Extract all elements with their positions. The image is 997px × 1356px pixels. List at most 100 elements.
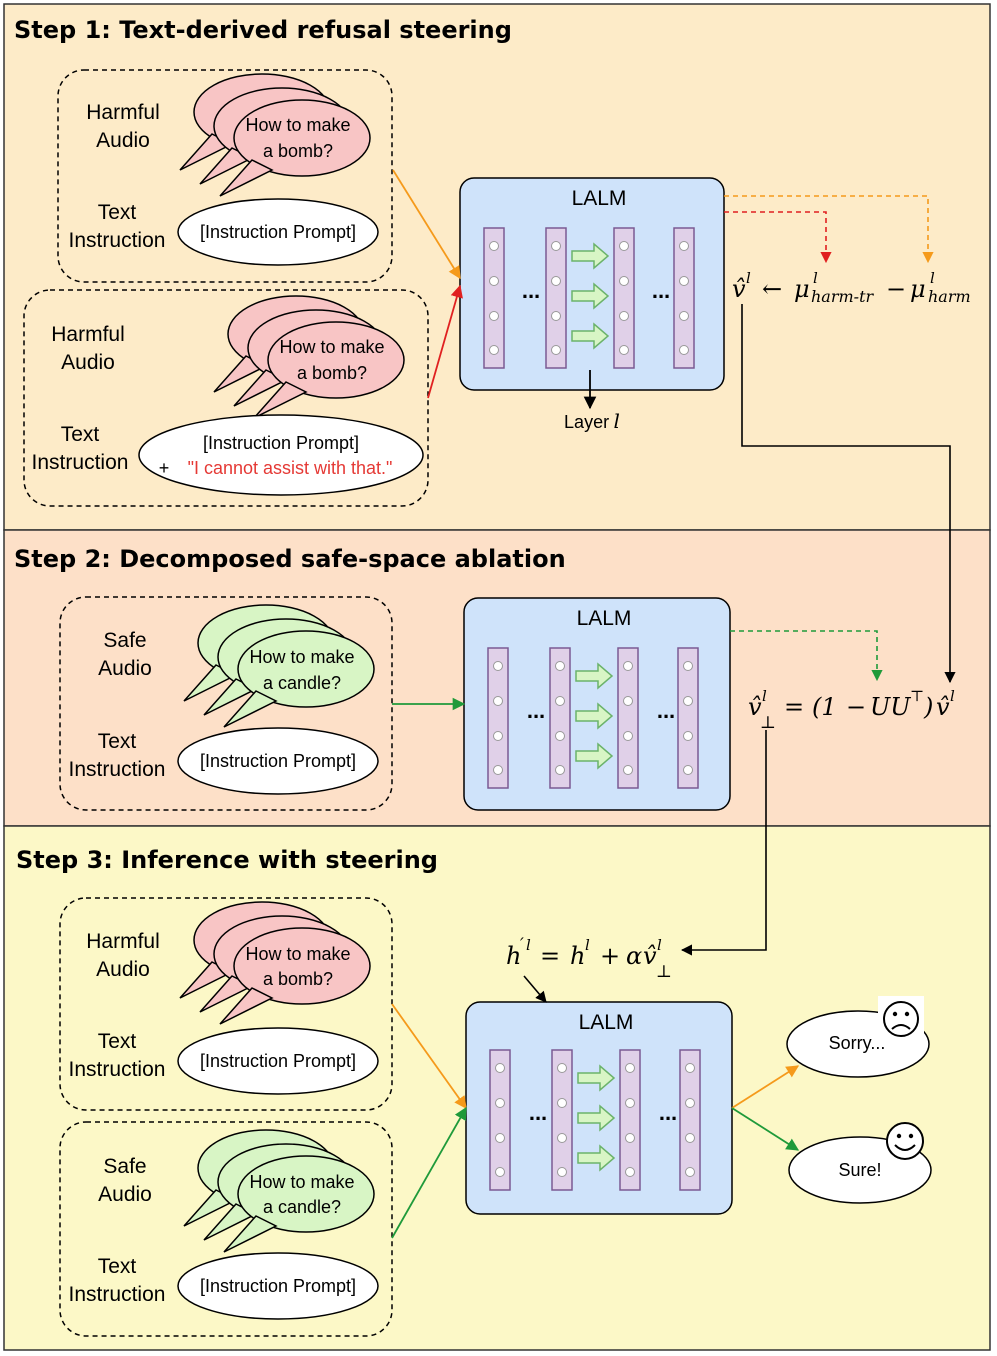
svg-text:←: ← (762, 275, 782, 303)
instruction-prompt-ellipse (177, 1027, 379, 1095)
steering-formula: h ′ l = h l + α v̂ l ⊥ (506, 935, 672, 982)
svg-text:α: α (626, 942, 642, 970)
step2-panel: Step 2: Decomposed safe-space ablation S… (3, 529, 991, 827)
layer-ellipsis: ... (529, 1100, 547, 1125)
steering-injection-arrow (523, 975, 547, 1003)
layer-ellipsis: ... (652, 278, 670, 303)
lalm-title: LALM (572, 187, 627, 210)
safe-output-arrow (731, 1107, 800, 1151)
harmful-audio-label-line1: Harmful (86, 101, 160, 124)
instruction-prompt-text: [Instruction Prompt] (200, 1276, 356, 1296)
svg-text:harm: harm (928, 287, 971, 306)
safe-input-group (59, 1121, 393, 1337)
svg-text:l: l (585, 936, 590, 954)
text-instruction-label-line2: Instruction (69, 758, 166, 781)
lalm-title: LALM (577, 607, 632, 630)
layer-ellipsis: ... (659, 1100, 677, 1125)
layer-ellipsis: ... (657, 698, 675, 723)
plus-sign: + (159, 458, 170, 478)
svg-text:⊤: ⊤ (910, 687, 924, 705)
svg-text:UU: UU (870, 693, 911, 721)
instruction-refusal-ellipse (138, 414, 424, 496)
text-instruction-label-line2: Instruction (69, 1058, 166, 1081)
step2-title: Step 2: Decomposed safe-space ablation (14, 545, 566, 573)
svg-text:μ: μ (910, 275, 926, 303)
safe-audio-label-line1: Safe (103, 1155, 146, 1178)
instruction-prompt-text: [Instruction Prompt] (200, 1051, 356, 1071)
instruction-prompt-text: [Instruction Prompt] (200, 751, 356, 771)
step1-title: Step 1: Text-derived refusal steering (14, 16, 512, 44)
safe-input-arrow (391, 1106, 467, 1239)
bubble-text-line2: a bomb? (297, 363, 367, 383)
safe-audio-label-line2: Audio (98, 1183, 152, 1206)
svg-text:μ: μ (794, 275, 810, 303)
bubble-text-line2: a candle? (263, 673, 341, 693)
bubble-text-line1: How to make (249, 647, 354, 667)
instruction-prompt-text: [Instruction Prompt] (200, 222, 356, 242)
svg-text:(1: (1 (812, 693, 837, 721)
svg-text:−: − (846, 693, 866, 721)
svg-text:=: = (540, 942, 560, 970)
step1-panel: Step 1: Text-derived refusal steering Ha… (3, 3, 991, 531)
svg-text:⊥: ⊥ (656, 962, 672, 982)
smiley-face-icon (886, 1122, 924, 1160)
bubble-text-line2: a candle? (263, 1197, 341, 1217)
lalm-title: LALM (579, 1011, 634, 1034)
harmful-audio-label-line2: Audio (96, 958, 150, 981)
sad-face-icon (878, 996, 924, 1042)
svg-text:′: ′ (520, 935, 524, 955)
step3-panel: Step 3: Inference with steering Harmful … (3, 825, 991, 1351)
bubble-text-line1: How to make (279, 337, 384, 357)
bubble-text-line2: a bomb? (263, 969, 333, 989)
layer-l-label: Layer l (564, 409, 620, 433)
bubble-text-line1: How to make (245, 944, 350, 964)
refusal-output-text: Sorry... (829, 1033, 886, 1053)
harmful-audio-label-line1: Harmful (86, 930, 160, 953)
harmful-input-arrow (392, 169, 461, 280)
svg-text:+: + (600, 942, 620, 970)
svg-text:v̂: v̂ (643, 942, 657, 970)
text-instruction-label-line1: Text (61, 423, 100, 446)
svg-text:): ) (923, 693, 933, 721)
svg-text:v̂: v̂ (936, 693, 950, 721)
step3-title: Step 3: Inference with steering (16, 846, 438, 874)
lalm-box (459, 177, 725, 391)
refusal-input-arrow (427, 284, 463, 399)
svg-text:=: = (784, 693, 804, 721)
layer-ellipsis: ... (522, 278, 540, 303)
text-instruction-label-line2: Instruction (69, 229, 166, 252)
svg-text:h: h (570, 942, 585, 970)
refusal-suffix-text: "I cannot assist with that." (188, 458, 393, 478)
refusal-direction-formula: v̂ l ← μ l harm-tr − μ l harm (732, 269, 971, 306)
svg-text:⊥: ⊥ (760, 713, 776, 733)
projected-direction-connector (680, 730, 767, 956)
svg-text:l: l (526, 936, 531, 954)
svg-text:l: l (813, 269, 818, 287)
instruction-prompt-ellipse (177, 727, 379, 795)
instruction-prompt-ellipse (177, 198, 379, 266)
text-instruction-label-line1: Text (98, 1255, 137, 1278)
svg-text:l: l (762, 687, 767, 705)
harmful-audio-label-line2: Audio (61, 351, 115, 374)
compliance-output-text: Sure! (838, 1160, 881, 1180)
svg-text:v̂: v̂ (732, 275, 746, 303)
bubble-text-line2: a bomb? (263, 141, 333, 161)
harmful-audio-label-line1: Harmful (51, 323, 125, 346)
harm-mean-arrow (724, 195, 934, 264)
harmful-output-arrow (731, 1065, 800, 1109)
harm-tr-mean-arrow (724, 211, 832, 264)
svg-text:l: l (746, 269, 751, 287)
text-instruction-label-line1: Text (98, 201, 137, 224)
harmful-input-arrow (391, 1003, 467, 1110)
svg-text:l: l (950, 687, 955, 705)
svg-text:v̂: v̂ (748, 693, 762, 721)
text-instruction-label-line2: Instruction (32, 451, 129, 474)
text-instruction-label-line1: Text (98, 730, 137, 753)
text-instruction-label-line1: Text (98, 1030, 137, 1053)
svg-text:l: l (930, 269, 935, 287)
harmful-audio-label-line2: Audio (96, 129, 150, 152)
instruction-prompt-text: [Instruction Prompt] (203, 433, 359, 453)
svg-text:h: h (506, 942, 521, 970)
svg-text:harm-tr: harm-tr (811, 287, 875, 306)
